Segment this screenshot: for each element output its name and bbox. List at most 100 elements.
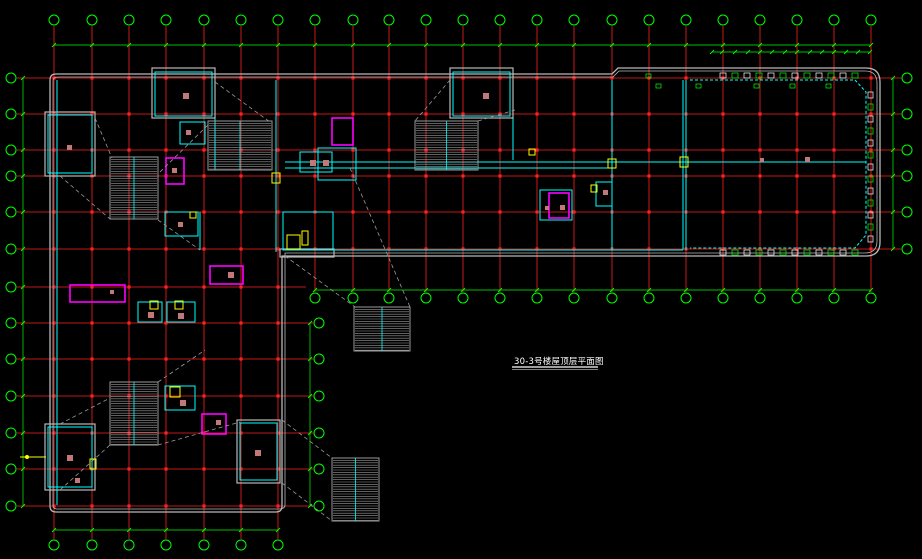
axis-intersection-mark (127, 285, 131, 289)
axis-bubble (901, 170, 913, 182)
parapet-block (695, 83, 702, 89)
fixture-block (186, 130, 191, 135)
dimension-tick (745, 49, 751, 55)
dimension-tick (20, 430, 26, 436)
room-outline (164, 211, 199, 237)
axis-intersection-mark (202, 394, 206, 398)
fixture-block (75, 478, 80, 483)
axis-bubble (754, 14, 766, 26)
dimension-tick (350, 287, 356, 293)
axis-intersection-mark (239, 431, 243, 435)
fixture-block (178, 313, 184, 319)
parapet-block (755, 249, 763, 256)
axis-intersection-mark (52, 357, 56, 361)
slope-line (157, 421, 241, 446)
parapet-block (867, 151, 874, 159)
axis-intersection-mark (52, 431, 56, 435)
axis-bubble (48, 539, 60, 551)
parapet-block (867, 163, 874, 171)
fixture-block (760, 158, 764, 162)
axis-intersection-mark (239, 394, 243, 398)
dimension-tick (201, 42, 207, 48)
axis-intersection-mark (202, 504, 206, 508)
axis-intersection-mark (127, 76, 131, 80)
axis-intersection-mark (313, 174, 317, 178)
dimension-tick (312, 287, 318, 293)
parapet-block (827, 249, 835, 256)
axis-intersection-mark (832, 112, 836, 116)
axis-bubble (457, 292, 469, 304)
marker-box (89, 458, 97, 470)
dimension-tick (571, 42, 577, 48)
fixture-block (603, 190, 608, 195)
axis-intersection-mark (276, 247, 280, 251)
dimension-tick (890, 173, 896, 179)
slope-line (59, 444, 111, 491)
axis-intersection-mark (647, 247, 651, 251)
parapet-block (791, 72, 799, 79)
axis-intersection-mark (127, 467, 131, 471)
dimension-tick (757, 287, 763, 293)
dimension-tick (126, 42, 132, 48)
dimension-tick (20, 209, 26, 215)
slope-line (284, 255, 356, 308)
axis-bubble (5, 170, 17, 182)
axis-intersection-mark (276, 504, 280, 508)
axis-intersection-mark (869, 112, 873, 116)
dimension-tick (890, 75, 896, 81)
axis-bubble (5, 243, 17, 255)
parapet-block (867, 103, 874, 111)
parapet-block (851, 249, 859, 256)
axis-bubble (160, 14, 172, 26)
slope-line (157, 219, 201, 251)
axis-intersection-mark (795, 112, 799, 116)
axis-intersection-mark (498, 112, 502, 116)
axis-intersection-mark (758, 247, 762, 251)
axis-intersection-mark (424, 210, 428, 214)
slope-line (157, 349, 206, 383)
axis-intersection-mark (202, 112, 206, 116)
marker-box (174, 300, 184, 310)
axis-bubble (383, 14, 395, 26)
dimension-tick (819, 49, 825, 55)
dimension-tick (307, 466, 313, 472)
axis-intersection-mark (351, 148, 355, 152)
dimension-tick (867, 49, 873, 55)
axis-intersection-mark (535, 76, 539, 80)
axis-intersection-mark (202, 431, 206, 435)
penthouse-outline (449, 67, 514, 119)
axis-intersection-mark (127, 247, 131, 251)
axis-bubble (680, 14, 692, 26)
dimension-tick (460, 42, 466, 48)
axis-bubble (568, 292, 580, 304)
axis-bubble (5, 317, 17, 329)
dimension-tick (720, 287, 726, 293)
axis-intersection-mark (90, 394, 94, 398)
parapet-block (825, 83, 832, 89)
dimension-tick (497, 287, 503, 293)
parapet-block (753, 83, 760, 89)
axis-intersection-mark (758, 112, 762, 116)
axis-intersection-mark (572, 247, 576, 251)
axis-intersection-mark (164, 148, 168, 152)
dimension-tick (534, 42, 540, 48)
drawing-title-block: 30-3号楼屋顶层平面图 (512, 356, 604, 370)
axis-intersection-mark (164, 321, 168, 325)
axis-intersection-mark (684, 76, 688, 80)
axis-bubble (235, 14, 247, 26)
axis-intersection-mark (721, 148, 725, 152)
axis-bubble (828, 14, 840, 26)
fixture-block (178, 222, 183, 227)
fixture-block (216, 420, 221, 425)
dimension-tick (307, 503, 313, 509)
dimension-tick (312, 42, 318, 48)
axis-intersection-mark (164, 112, 168, 116)
axis-bubble (5, 500, 17, 512)
axis-bubble (865, 14, 877, 26)
fixture-block (560, 205, 565, 210)
axis-intersection-mark (498, 247, 502, 251)
axis-intersection-mark (313, 148, 317, 152)
axis-intersection-mark (239, 504, 243, 508)
axis-bubble (865, 292, 877, 304)
axis-intersection-mark (351, 247, 355, 251)
